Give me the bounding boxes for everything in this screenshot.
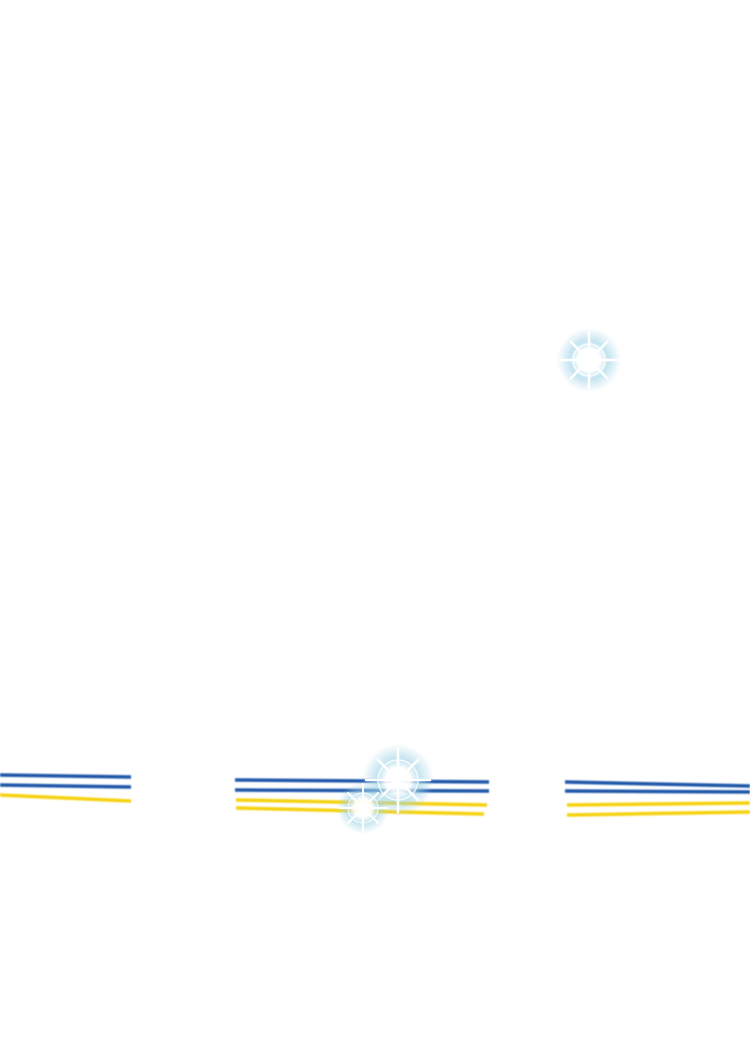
- stripe-segment-right: [564, 780, 750, 817]
- sparkle-icon: [337, 782, 389, 834]
- stripe-segment-left: [0, 773, 132, 803]
- sparkle-icon: [557, 328, 621, 392]
